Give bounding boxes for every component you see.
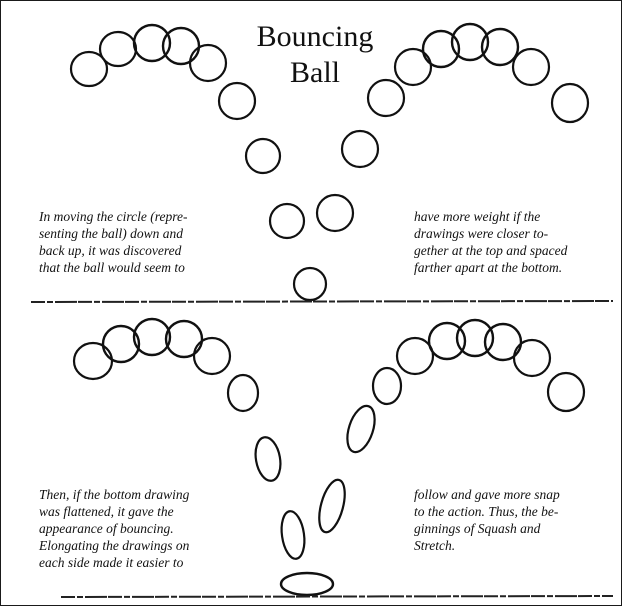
caption-top-right: have more weight if the drawings were cl… [414,208,610,276]
ball-drawing [373,368,401,404]
ball-drawing [317,195,353,231]
ball-drawing [100,32,136,66]
caption-line: Stretch. [414,537,610,554]
ball-drawing [397,338,433,374]
caption-bottom-left: Then, if the bottom drawing was flattene… [39,486,243,571]
caption-line: appearance of bouncing. [39,520,243,537]
caption-line: ginnings of Squash and [414,520,610,537]
ball-drawing [194,338,230,374]
ball-drawing [514,340,550,376]
ball-drawing [74,343,112,379]
ball-drawing [190,45,226,81]
ball-drawing [163,28,199,64]
caption-line: follow and gave more snap [414,486,610,503]
ball-drawing [342,402,380,455]
caption-line: drawings were closer to- [414,225,610,242]
caption-line: gether at the top and spaced [414,242,610,259]
ball-drawing [395,49,431,85]
caption-line: was flattened, it gave the [39,503,243,520]
caption-line: back up, it was discovered [39,242,271,259]
ball-drawing [103,326,139,362]
caption-line: have more weight if the [414,208,610,225]
caption-line: farther apart at the bottom. [414,259,610,276]
ball-drawing [270,204,304,238]
ball-drawing [281,573,333,595]
caption-line: that the ball would seem to [39,259,271,276]
ball-drawing [294,268,326,300]
ball-drawing [342,131,378,167]
floor-line-top [31,301,613,302]
ball-drawing [513,49,549,85]
ball-drawing [552,84,588,122]
ball-drawing [314,477,349,535]
ball-drawing [252,435,283,482]
ball-drawing [134,319,170,355]
ball-drawing [166,321,202,357]
ball-drawing [246,139,280,173]
ball-drawing [485,324,521,360]
caption-top-left: In moving the circle (repre- senting the… [39,208,271,276]
ball-drawing [228,375,258,411]
caption-line: Then, if the bottom drawing [39,486,243,503]
ball-drawing [279,510,307,561]
floor-line-bottom [61,596,613,597]
caption-line: In moving the circle (repre- [39,208,271,225]
caption-line: each side made it easier to [39,554,243,571]
ball-drawing [219,83,255,119]
caption-line: senting the ball) down and [39,225,271,242]
ball-drawing [548,373,584,411]
ball-drawing [368,80,404,116]
caption-line: Elongating the drawings on [39,537,243,554]
caption-bottom-right: follow and gave more snap to the action.… [414,486,610,554]
caption-line: to the action. Thus, the be- [414,503,610,520]
